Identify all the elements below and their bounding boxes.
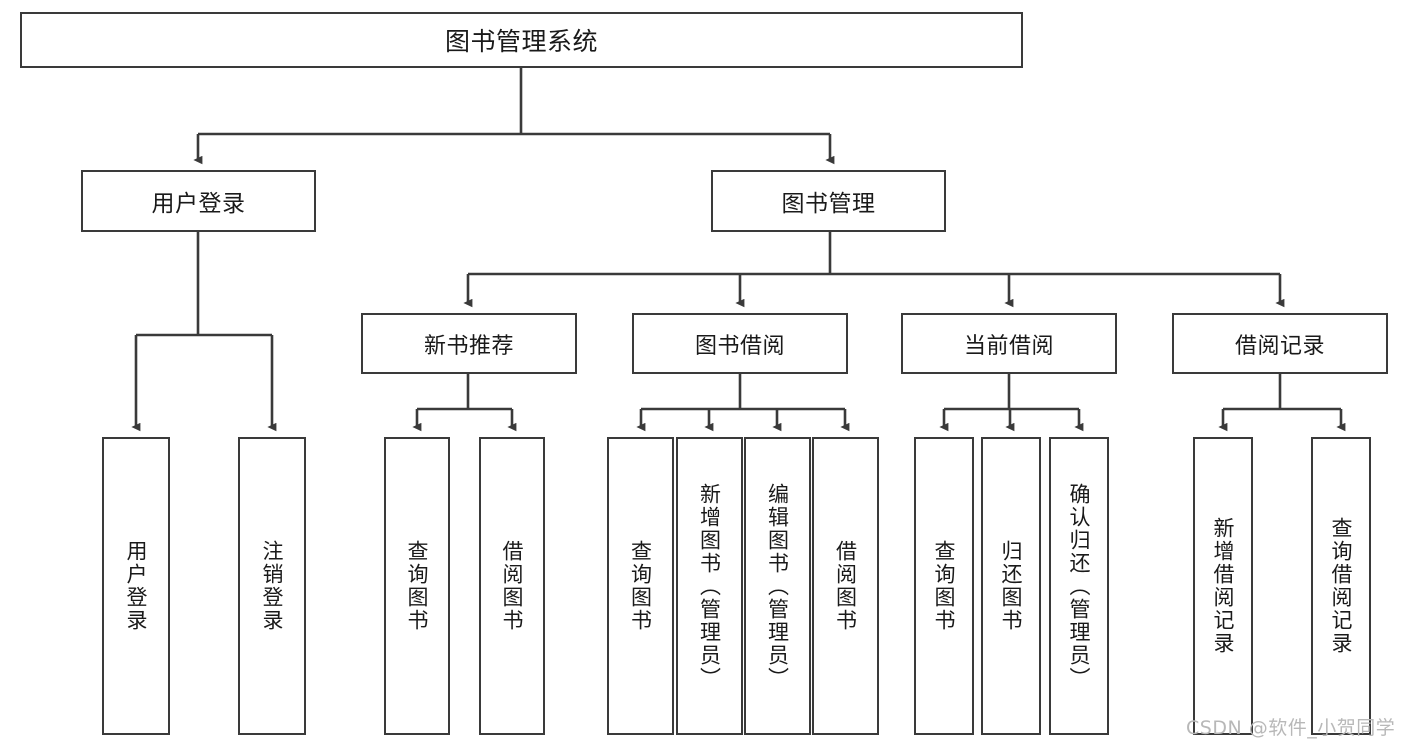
- leaf-record-add[interactable]: 新增借阅记录: [1193, 437, 1253, 735]
- leaf-borrow-edit-book[interactable]: 编辑图书（管理员）: [744, 437, 811, 735]
- leaf-user-logout-label: 注销登录: [260, 540, 285, 632]
- leaf-user-login-label: 用户登录: [124, 540, 149, 632]
- leaf-current-query-book[interactable]: 查询图书: [914, 437, 974, 735]
- node-user-login-label: 用户登录: [151, 191, 246, 217]
- leaf-borrow-add-book-label: 新增图书（管理员）: [697, 482, 722, 690]
- node-root-label: 图书管理系统: [444, 27, 598, 56]
- leaf-recommend-query-book[interactable]: 查询图书: [384, 437, 450, 735]
- leaf-recommend-borrow-book[interactable]: 借阅图书: [479, 437, 545, 735]
- leaf-record-query-label: 查询借阅记录: [1329, 517, 1354, 655]
- leaf-current-query-book-label: 查询图书: [932, 540, 957, 632]
- leaf-borrow-query-book[interactable]: 查询图书: [607, 437, 674, 735]
- leaf-current-confirm-return-label: 确认归还（管理员）: [1067, 482, 1092, 690]
- watermark: CSDN @软件_小贺同学: [1186, 717, 1396, 739]
- leaf-current-return-book[interactable]: 归还图书: [981, 437, 1041, 735]
- leaf-user-logout[interactable]: 注销登录: [238, 437, 306, 735]
- leaf-recommend-borrow-book-label: 借阅图书: [500, 540, 525, 632]
- leaf-borrow-add-book[interactable]: 新增图书（管理员）: [676, 437, 743, 735]
- node-borrow-record-label: 借阅记录: [1234, 333, 1325, 359]
- leaf-borrow-borrow-book-label: 借阅图书: [833, 540, 858, 632]
- leaf-borrow-borrow-book[interactable]: 借阅图书: [812, 437, 879, 735]
- node-book-management-label: 图书管理: [781, 191, 876, 217]
- node-book-borrow[interactable]: 图书借阅: [632, 313, 848, 374]
- leaf-current-confirm-return[interactable]: 确认归还（管理员）: [1049, 437, 1109, 735]
- node-current-borrow-label: 当前借阅: [963, 333, 1054, 359]
- leaf-record-add-label: 新增借阅记录: [1211, 517, 1236, 655]
- node-user-login[interactable]: 用户登录: [81, 170, 316, 232]
- leaf-record-query[interactable]: 查询借阅记录: [1311, 437, 1371, 735]
- leaf-user-login[interactable]: 用户登录: [102, 437, 170, 735]
- node-new-book-recommend-label: 新书推荐: [423, 333, 514, 359]
- leaf-borrow-edit-book-label: 编辑图书（管理员）: [765, 482, 790, 690]
- leaf-recommend-query-book-label: 查询图书: [405, 540, 430, 632]
- node-book-management[interactable]: 图书管理: [711, 170, 946, 232]
- node-root[interactable]: 图书管理系统: [20, 12, 1023, 68]
- node-new-book-recommend[interactable]: 新书推荐: [361, 313, 577, 374]
- leaf-borrow-query-book-label: 查询图书: [628, 540, 653, 632]
- node-borrow-record[interactable]: 借阅记录: [1172, 313, 1388, 374]
- node-book-borrow-label: 图书借阅: [694, 333, 785, 359]
- node-current-borrow[interactable]: 当前借阅: [901, 313, 1117, 374]
- leaf-current-return-book-label: 归还图书: [999, 540, 1024, 632]
